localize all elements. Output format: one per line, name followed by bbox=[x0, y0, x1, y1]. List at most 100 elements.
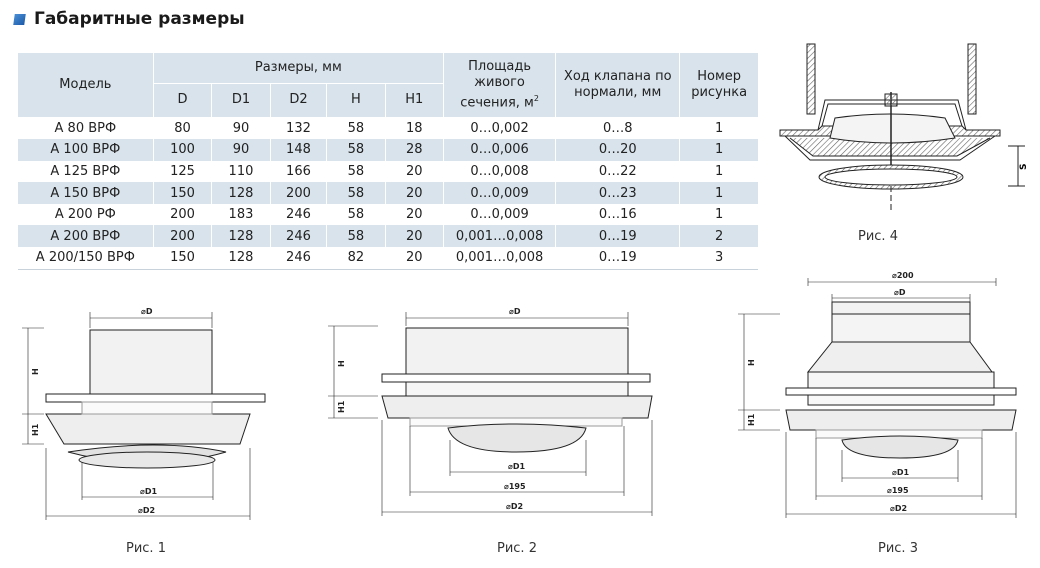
cell-d1: 128 bbox=[211, 247, 271, 270]
cell-d2: 246 bbox=[270, 247, 328, 270]
bullet-icon bbox=[13, 13, 26, 25]
cell-d: 100 bbox=[153, 139, 213, 161]
cell-h1: 18 bbox=[385, 117, 444, 140]
cell-area: 0,001…0,008 bbox=[443, 225, 557, 248]
header-model: Модель bbox=[18, 53, 154, 118]
cell-d1: 90 bbox=[211, 117, 271, 140]
cell-model: А 125 ВРФ bbox=[18, 160, 154, 183]
section-title-text: Габаритные размеры bbox=[34, 9, 245, 29]
cell-stroke: 0…19 bbox=[555, 247, 681, 270]
fig1-dim-h1: H1 bbox=[31, 423, 40, 436]
cell-d1: 110 bbox=[211, 160, 271, 183]
cell-d2: 200 bbox=[270, 182, 328, 204]
cell-model: А 80 ВРФ bbox=[18, 117, 154, 140]
fig2-dim-d2: ⌀D2 bbox=[506, 502, 523, 511]
cell-stroke: 0…20 bbox=[555, 139, 681, 161]
cell-d: 200 bbox=[153, 225, 213, 248]
cell-d: 150 bbox=[153, 247, 213, 270]
cell-d1: 90 bbox=[211, 139, 271, 161]
cell-h1: 20 bbox=[385, 203, 444, 226]
cell-area: 0…0,009 bbox=[443, 203, 557, 226]
cell-stroke: 0…23 bbox=[555, 182, 681, 204]
cell-area: 0,001…0,008 bbox=[443, 247, 557, 270]
cell-d1: 128 bbox=[211, 225, 271, 248]
fig2-caption: Рис. 2 bbox=[497, 541, 537, 556]
cell-area: 0…0,002 bbox=[443, 117, 557, 140]
cell-h: 58 bbox=[326, 203, 386, 226]
fig1-dim-d: ⌀D bbox=[141, 307, 153, 316]
header-h: H bbox=[326, 83, 386, 118]
cell-d2: 148 bbox=[270, 139, 328, 161]
fig3-dim-d2: ⌀D2 bbox=[890, 504, 907, 513]
header-dims-group: Размеры, мм bbox=[153, 53, 444, 84]
header-d2: D2 bbox=[270, 83, 328, 118]
fig3-dim-195: ⌀195 bbox=[887, 486, 909, 495]
cell-model: А 100 ВРФ bbox=[18, 139, 154, 161]
cell-figure: 3 bbox=[679, 247, 758, 270]
cell-d1: 183 bbox=[211, 203, 271, 226]
section-title: Габаритные размеры bbox=[13, 9, 245, 29]
cell-area: 0…0,009 bbox=[443, 182, 557, 204]
cell-h: 58 bbox=[326, 117, 386, 140]
cell-d: 80 bbox=[153, 117, 213, 140]
cell-h1: 28 bbox=[385, 139, 444, 161]
fig2-dim-d1: ⌀D1 bbox=[508, 462, 525, 471]
header-d1: D1 bbox=[211, 83, 271, 118]
cell-stroke: 0…19 bbox=[555, 225, 681, 248]
cell-h: 58 bbox=[326, 160, 386, 183]
cell-figure: 1 bbox=[714, 163, 724, 179]
cell-area: 0…0,006 bbox=[443, 139, 557, 161]
cell-h1: 20 bbox=[385, 225, 444, 248]
fig3-dim-d1: ⌀D1 bbox=[892, 468, 909, 477]
fig1-dim-h: H bbox=[31, 368, 40, 375]
cell-d2: 246 bbox=[270, 203, 328, 226]
cell-stroke: 0…22 bbox=[555, 160, 681, 183]
cell-d: 125 bbox=[153, 160, 213, 183]
cell-h: 82 bbox=[326, 247, 386, 270]
fig2-dim-195: ⌀195 bbox=[504, 482, 526, 491]
fig1-dim-d2: ⌀D2 bbox=[138, 506, 155, 515]
header-d: D bbox=[153, 83, 213, 118]
fig4-dim-s: S bbox=[1019, 164, 1029, 170]
fig3-caption: Рис. 3 bbox=[878, 541, 918, 556]
cell-figure: 1 bbox=[714, 120, 724, 136]
fig3-dim-h: H bbox=[747, 359, 756, 366]
fig3-dim-200: ⌀200 bbox=[892, 271, 914, 280]
cell-d1: 128 bbox=[211, 182, 271, 204]
cell-figure: 1 bbox=[679, 139, 758, 161]
cell-h: 58 bbox=[326, 225, 386, 248]
cell-d2: 132 bbox=[270, 117, 328, 140]
fig1-caption: Рис. 1 bbox=[126, 541, 166, 556]
cell-model: А 200 ВРФ bbox=[18, 225, 154, 248]
fig1-dim-d1: ⌀D1 bbox=[140, 487, 157, 496]
cell-stroke: 0…16 bbox=[555, 203, 681, 226]
fig2-dim-d: ⌀D bbox=[509, 307, 521, 316]
cell-d: 150 bbox=[153, 182, 213, 204]
fig2-dim-h1: H1 bbox=[337, 400, 346, 413]
cell-d2: 246 bbox=[270, 225, 328, 248]
dimensions-table: Модель Размеры, мм Площадь живого сечени… bbox=[18, 53, 758, 270]
cell-d2: 166 bbox=[270, 160, 328, 183]
header-figure: Номер рисунка bbox=[679, 53, 758, 118]
cell-area: 0…0,008 bbox=[443, 160, 557, 183]
header-h1: H1 bbox=[385, 83, 444, 118]
fig4-caption: Рис. 4 bbox=[858, 229, 898, 244]
cell-model: А 150 ВРФ bbox=[18, 182, 154, 204]
cell-h1: 20 bbox=[385, 182, 444, 204]
header-stroke: Ход клапана по нормали, мм bbox=[555, 53, 681, 118]
cell-h: 58 bbox=[326, 182, 386, 204]
cell-h1: 20 bbox=[385, 160, 444, 183]
cell-figure: 1 bbox=[679, 182, 758, 204]
cell-stroke: 0…8 bbox=[555, 117, 681, 140]
header-area: Площадь живого сечения, м2 bbox=[443, 53, 557, 118]
cell-h1: 20 bbox=[385, 247, 444, 270]
cell-model: А 200 РФ bbox=[18, 203, 154, 226]
cell-h: 58 bbox=[326, 139, 386, 161]
cell-figure: 1 bbox=[714, 207, 724, 223]
